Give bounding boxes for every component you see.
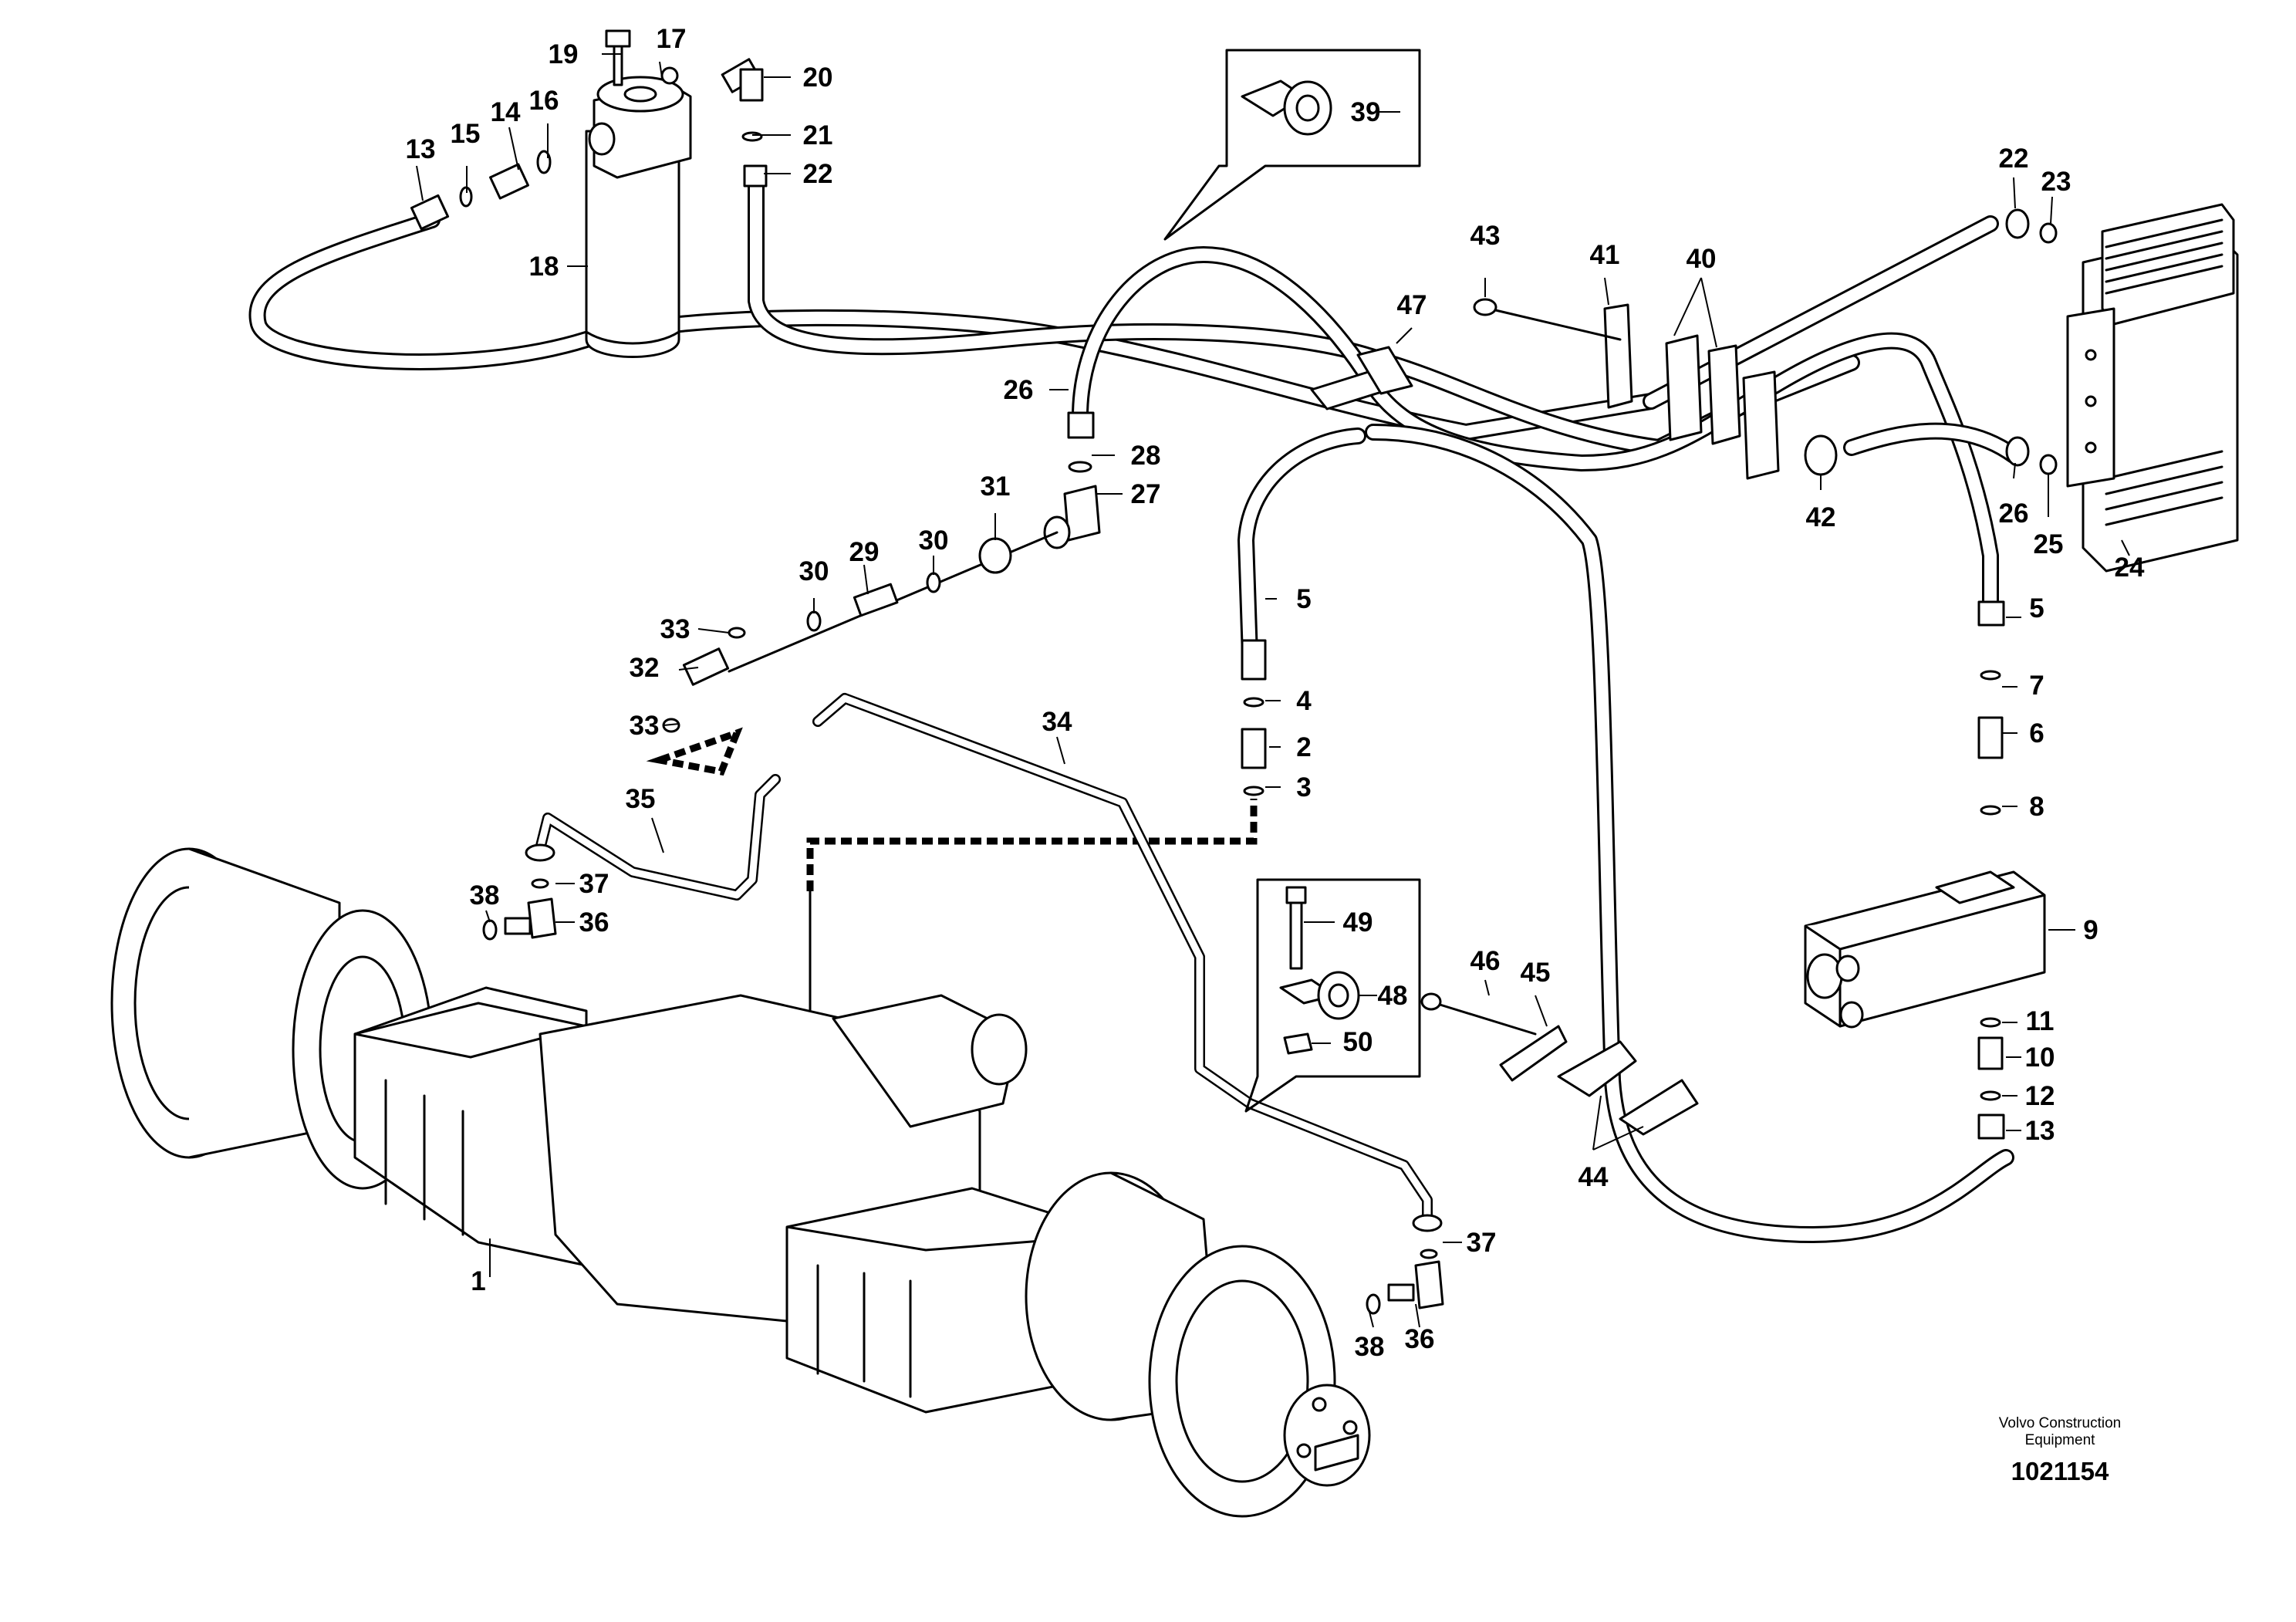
callout-25: 25 (2034, 529, 2064, 559)
callout-37b: 37 (1467, 1228, 1497, 1258)
callout-44: 44 (1578, 1162, 1609, 1192)
dashed-connectors (646, 727, 1258, 1020)
callout-7: 7 (2029, 671, 2044, 701)
callout-33b: 33 (630, 711, 660, 741)
callout-4: 4 (1296, 686, 1312, 716)
callout-5a: 5 (1296, 584, 1311, 614)
axle-fittings (482, 843, 1444, 1315)
callout-37a: 37 (579, 869, 609, 899)
callout-6: 6 (2029, 718, 2044, 748)
callout-42: 42 (1806, 502, 1836, 532)
callout-39: 39 (1351, 97, 1381, 127)
callout-8: 8 (2029, 792, 2044, 822)
callout-30a: 30 (799, 556, 829, 586)
callout-36a: 36 (579, 907, 609, 938)
callout-47: 47 (1397, 290, 1427, 320)
callout-38a: 38 (470, 880, 500, 911)
callout-32: 32 (630, 653, 660, 683)
callout-14: 14 (491, 97, 521, 127)
callout-26b: 26 (1999, 498, 2029, 529)
pipe-34 (812, 693, 1433, 1225)
callout-41: 41 (1590, 240, 1620, 270)
callout-2: 2 (1296, 732, 1311, 762)
credit-line-1: Volvo Construction (1999, 1415, 2121, 1431)
callout-16: 16 (529, 86, 559, 116)
callout-46: 46 (1470, 946, 1501, 976)
detail-box-39 (1163, 49, 1421, 241)
callout-3: 3 (1296, 772, 1311, 803)
fittings-left-column (1241, 639, 1267, 796)
callout-38b: 38 (1355, 1332, 1385, 1362)
callout-40: 40 (1687, 244, 1717, 274)
callout-45: 45 (1521, 958, 1551, 988)
callout-35: 35 (626, 784, 656, 814)
callout-12: 12 (2025, 1081, 2055, 1111)
credit-block: Volvo Construction Equipment 1021154 (1999, 1415, 2121, 1485)
callout-24: 24 (2115, 552, 2145, 583)
callout-26a: 26 (1004, 375, 1034, 405)
pipe-35 (535, 774, 781, 901)
callout-13a: 13 (406, 134, 436, 164)
callout-27: 27 (1131, 479, 1161, 509)
callout-49: 49 (1343, 907, 1373, 938)
document-number: 1021154 (2011, 1457, 2109, 1485)
callout-13b: 13 (2025, 1116, 2055, 1146)
callout-22b: 22 (1999, 144, 2029, 174)
callout-21: 21 (803, 120, 833, 150)
fittings-right-column (1977, 600, 2005, 1140)
valve-block (1804, 870, 2046, 1029)
callout-34: 34 (1042, 707, 1072, 737)
axle-assembly (110, 847, 1371, 1518)
callout-22a: 22 (803, 159, 833, 189)
oil-cooler (2005, 203, 2239, 573)
lower-clamps (1420, 992, 1699, 1136)
callout-9: 9 (2083, 915, 2098, 945)
hoses (248, 177, 2022, 1243)
callout-28: 28 (1131, 441, 1161, 471)
leader-lines (416, 53, 2130, 1328)
callout-labels: 1 2 3 4 5 5 6 7 8 9 10 11 12 13 13 14 15… (406, 24, 2145, 1362)
hose-clamps (1310, 298, 1838, 480)
callout-29: 29 (849, 537, 880, 567)
callout-23: 23 (2041, 167, 2071, 197)
filter-housing (585, 29, 692, 358)
fitting-chain (662, 411, 1101, 733)
callout-18: 18 (529, 252, 559, 282)
credit-line-2: Equipment (2025, 1432, 2096, 1448)
callout-36b: 36 (1405, 1324, 1435, 1354)
callout-5b: 5 (2029, 593, 2044, 623)
callout-15: 15 (451, 119, 481, 149)
callout-11: 11 (2026, 1006, 2055, 1036)
callout-48: 48 (1378, 981, 1408, 1011)
callout-31: 31 (981, 471, 1011, 502)
callout-43: 43 (1470, 221, 1501, 251)
detail-box-48-50 (1244, 878, 1421, 1113)
callout-17: 17 (657, 24, 687, 54)
callout-30b: 30 (919, 525, 949, 556)
callout-50: 50 (1343, 1027, 1373, 1057)
callout-19: 19 (549, 39, 579, 69)
callout-10: 10 (2025, 1042, 2055, 1073)
filter-fittings (410, 58, 768, 231)
callout-20: 20 (803, 63, 833, 93)
callout-1: 1 (471, 1266, 485, 1296)
callout-33a: 33 (660, 614, 690, 644)
